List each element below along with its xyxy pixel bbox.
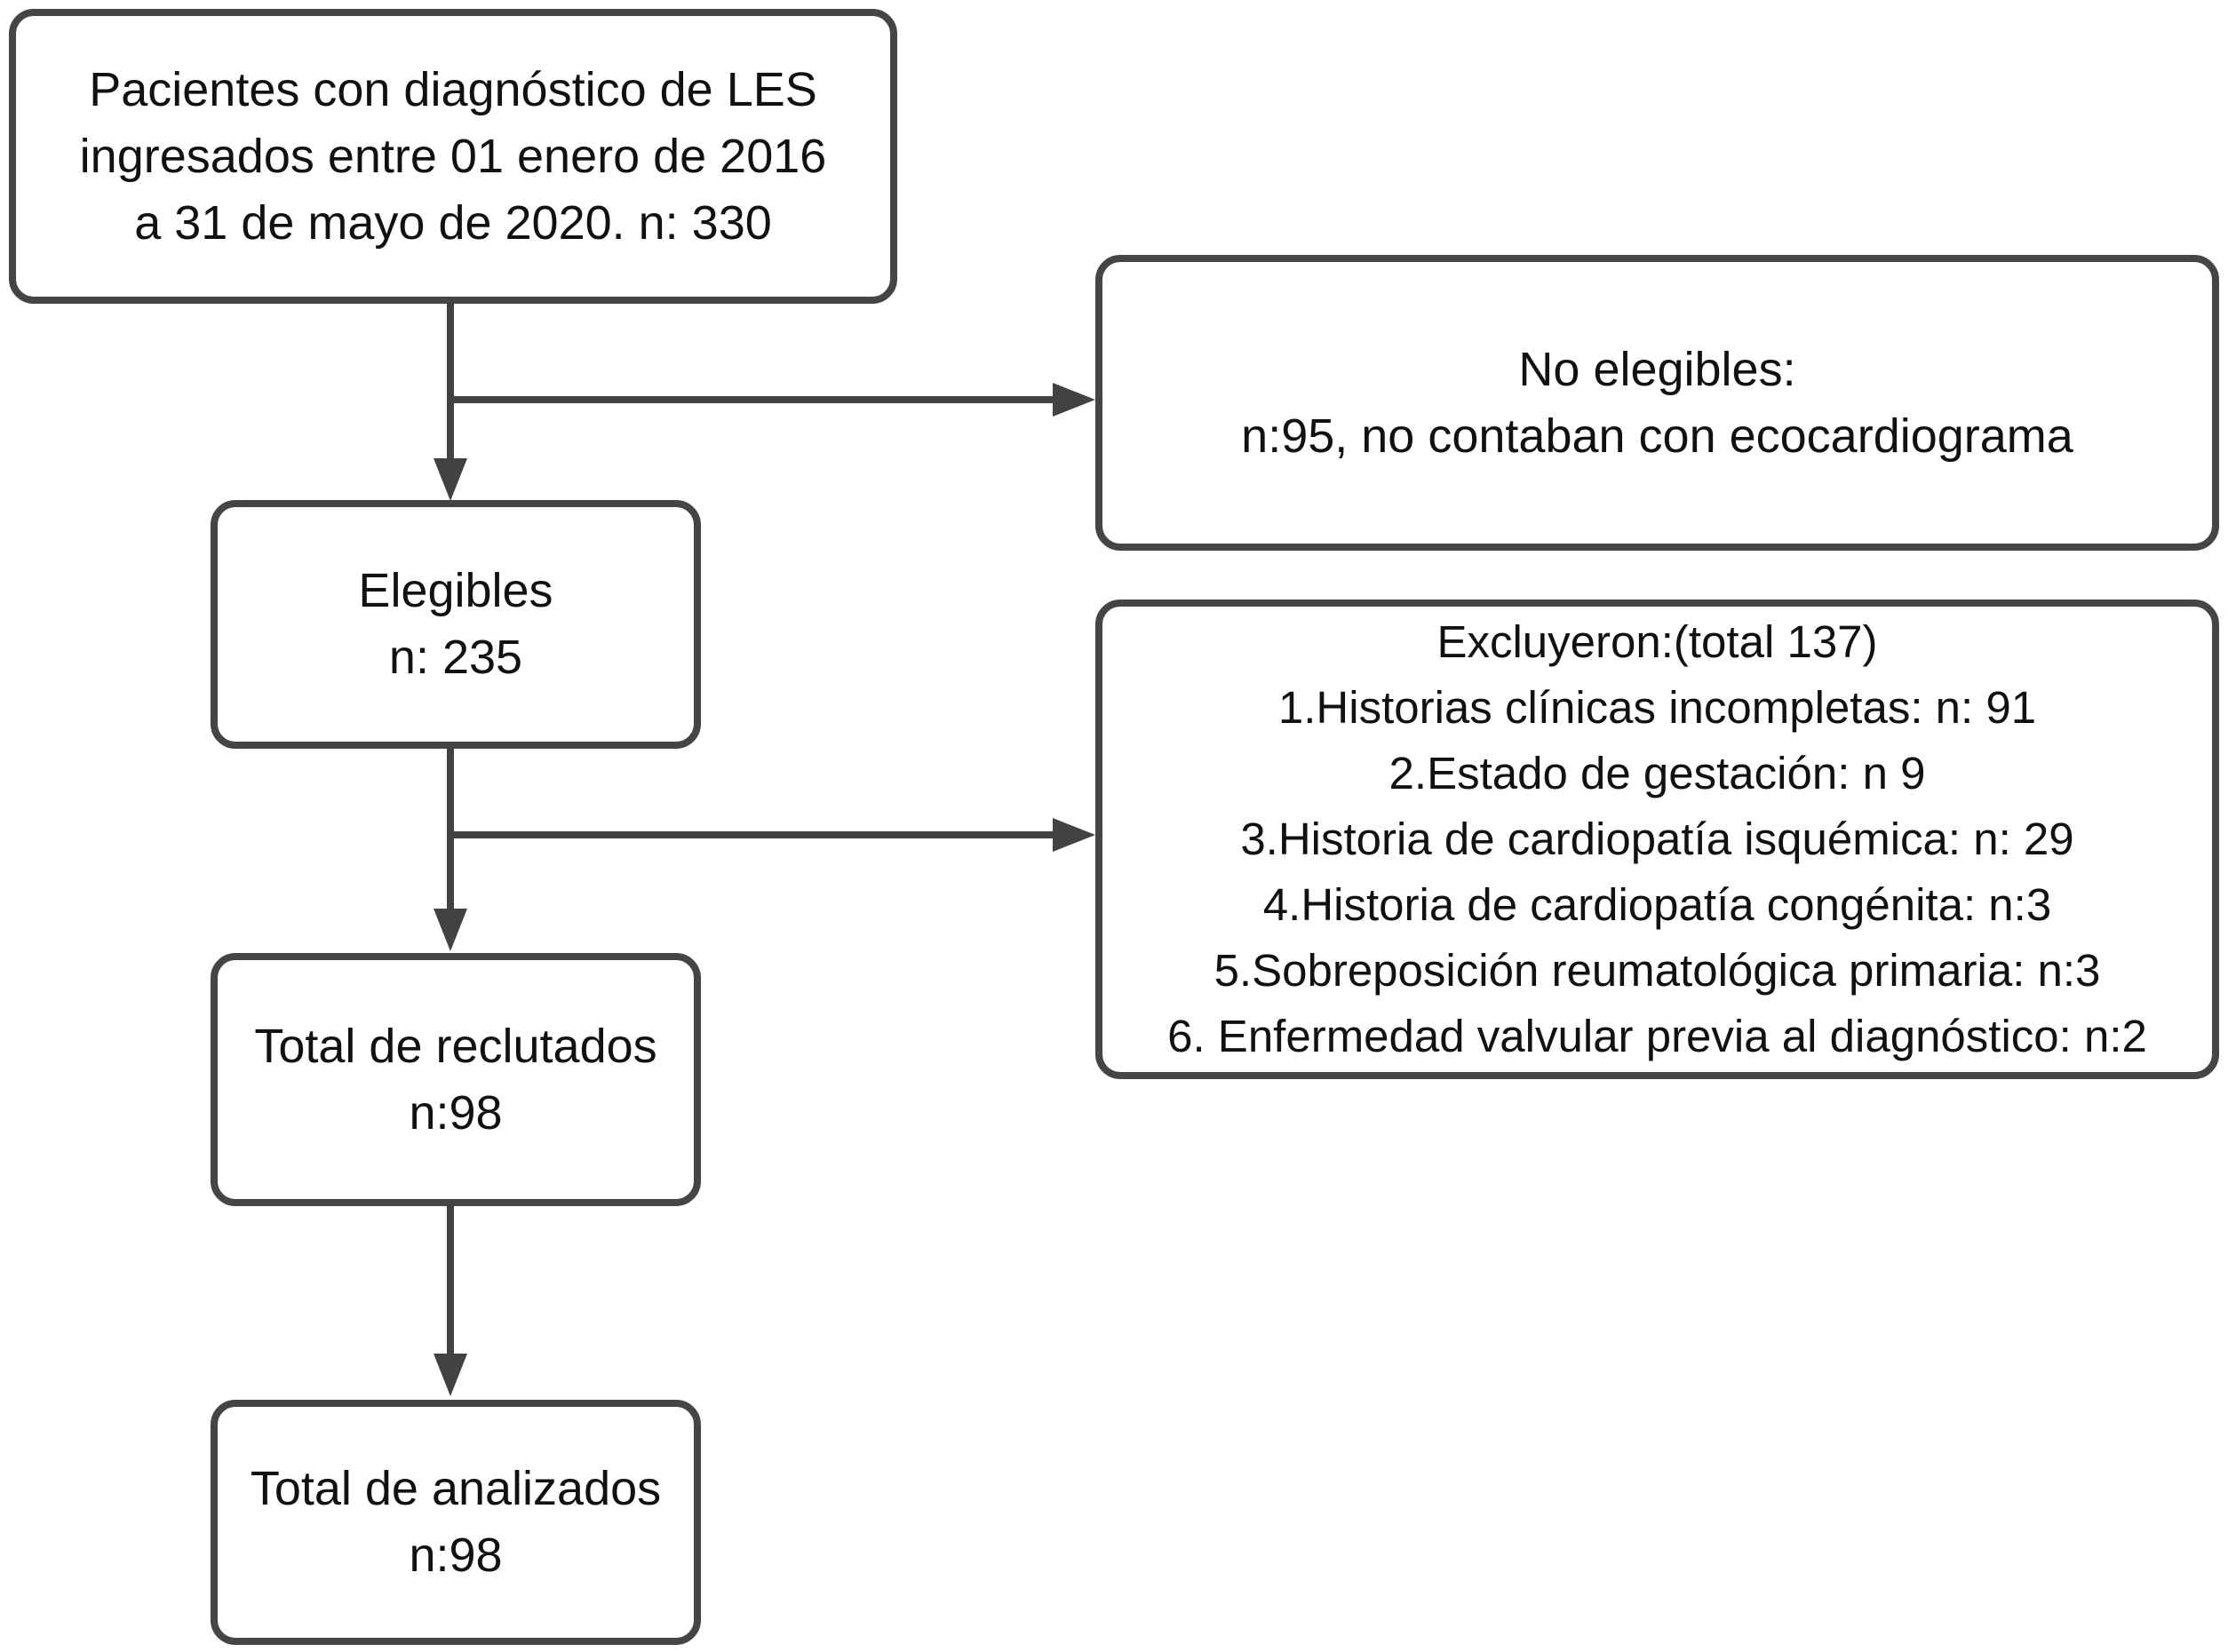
down-arrowhead-analyzed [434, 1354, 467, 1396]
source-population-line: a 31 de mayo de 2020. n: 330 [134, 195, 772, 250]
source-population-line: ingresados entre 01 enero de 2016 [79, 129, 827, 183]
not-eligible-line: n:95, no contaban con ecocardiograma [1241, 409, 2073, 463]
right-arrowhead-not-eligible [1053, 383, 1095, 417]
excluded-line: Excluyeron:(total 137) [1436, 616, 1878, 667]
down-arrowhead-recruited [434, 909, 467, 951]
excluded-line: 6. Enfermedad valvular previa al diagnós… [1167, 1011, 2147, 1061]
connector-source-to-eligible [447, 302, 454, 462]
not-eligible-box: No elegibles: n:95, no contaban con ecoc… [1095, 255, 2219, 551]
recruited-box: Total de reclutados n:98 [211, 953, 701, 1206]
eligible-box: Elegibles n: 235 [211, 500, 701, 749]
eligible-line: n: 235 [388, 631, 523, 684]
eligible-line: Elegibles [358, 564, 553, 617]
recruited-line: Total de reclutados [254, 1019, 657, 1073]
excluded-box: Excluyeron:(total 137) 1.Historias clíni… [1095, 600, 2219, 1079]
excluded-line: 3.Historia de cardiopatía isquémica: n: … [1240, 814, 2074, 864]
not-eligible-line: No elegibles: [1518, 342, 1796, 396]
source-population-box: Pacientes con diagnóstico de LES ingresa… [9, 9, 897, 304]
connector-recruited-to-analyzed [447, 1204, 454, 1357]
connector-branch-to-excluded [450, 831, 1054, 838]
connector-branch-to-not-eligible [450, 396, 1054, 403]
source-population-line: Pacientes con diagnóstico de LES [89, 62, 817, 116]
excluded-line: 5.Sobreposición reumatológica primaria: … [1213, 945, 2101, 996]
excluded-line: 4.Historia de cardiopatía congénita: n:3 [1262, 879, 2052, 930]
excluded-line: 1.Historias clínicas incompletas: n: 91 [1277, 682, 2037, 733]
analyzed-box: Total de analizados n:98 [211, 1400, 701, 1645]
right-arrowhead-excluded [1053, 818, 1095, 852]
analyzed-line: Total de analizados [250, 1462, 662, 1515]
excluded-line: 2.Estado de gestación: n 9 [1389, 748, 1926, 798]
analyzed-line: n:98 [409, 1529, 503, 1582]
down-arrowhead-eligible [434, 458, 467, 501]
recruited-line: n:98 [409, 1085, 503, 1140]
connector-eligible-to-recruited [447, 747, 454, 912]
